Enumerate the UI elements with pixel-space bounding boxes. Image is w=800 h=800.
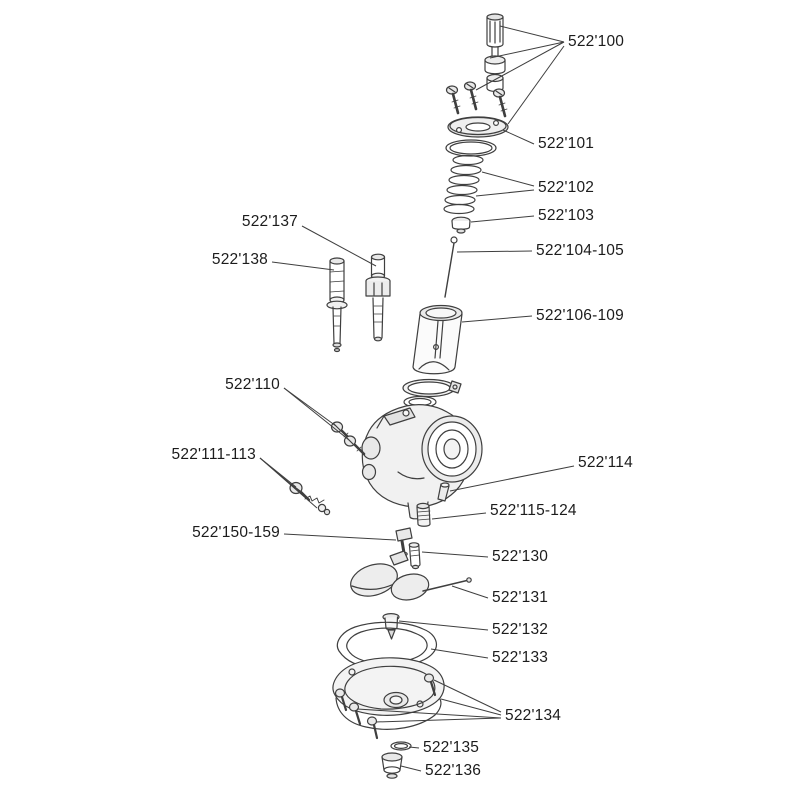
part-clamp-ring bbox=[402, 378, 462, 398]
part-label-522-138: 522'138 bbox=[211, 251, 268, 268]
leader-line-522-134 bbox=[375, 717, 502, 723]
part-label-522-150-159: 522'150-159 bbox=[192, 524, 280, 541]
part-label-522-102: 522'102 bbox=[538, 179, 595, 196]
part-throttle-slide bbox=[412, 304, 463, 375]
part-label-522-104-105: 522'104-105 bbox=[536, 242, 624, 259]
leader-line-522-111-113 bbox=[259, 457, 318, 509]
part-cover-screws bbox=[445, 81, 508, 118]
leader-line-522-100 bbox=[489, 41, 565, 59]
part-starter-valve bbox=[326, 257, 348, 353]
leader-line-522-102 bbox=[481, 171, 535, 187]
part-label-522-115-124: 522'115-124 bbox=[490, 502, 577, 519]
part-label-522-106-109: 522'106-109 bbox=[536, 307, 624, 324]
part-float bbox=[350, 550, 472, 601]
part-choke-plunger bbox=[365, 253, 391, 342]
leader-line-522-135 bbox=[408, 746, 420, 749]
part-carburetor-body bbox=[361, 395, 483, 520]
part-drain-screw bbox=[381, 752, 403, 779]
part-pin bbox=[437, 482, 450, 502]
part-spring-seat bbox=[451, 216, 471, 234]
part-label-522-134: 522'134 bbox=[505, 707, 562, 724]
leader-line-522-100 bbox=[507, 45, 565, 125]
part-needle-jet bbox=[416, 502, 431, 527]
part-slide-spring bbox=[443, 154, 484, 215]
leader-line-522-134 bbox=[433, 679, 502, 713]
part-label-522-114: 522'114 bbox=[578, 454, 633, 471]
part-label-522-135: 522'135 bbox=[423, 739, 480, 756]
leader-line-522-115-124 bbox=[431, 512, 487, 520]
part-top-cover bbox=[445, 116, 509, 157]
part-label-522-130: 522'130 bbox=[492, 548, 549, 565]
leader-line-522-134 bbox=[440, 698, 502, 716]
part-jet-needle bbox=[444, 236, 458, 298]
part-label-522-111-113: 522'111-113 bbox=[171, 446, 256, 463]
leader-line-522-100 bbox=[475, 41, 565, 91]
leader-line-522-130 bbox=[421, 551, 489, 558]
part-label-522-137: 522'137 bbox=[241, 213, 298, 230]
leader-line-522-106-109 bbox=[461, 315, 533, 323]
part-float-valve bbox=[382, 612, 400, 640]
leader-line-522-100 bbox=[499, 25, 565, 43]
part-drain-washer bbox=[390, 741, 412, 751]
part-label-522-136: 522'136 bbox=[425, 762, 482, 779]
part-label-522-103: 522'103 bbox=[538, 207, 595, 224]
leader-line-522-131 bbox=[451, 585, 489, 599]
leader-line-522-150-159 bbox=[283, 533, 397, 541]
part-main-jet bbox=[408, 542, 421, 570]
part-label-522-110: 522'110 bbox=[225, 376, 280, 393]
part-label-522-132: 522'132 bbox=[492, 621, 549, 638]
leader-line-522-134 bbox=[356, 708, 502, 719]
part-label-522-133: 522'133 bbox=[492, 649, 549, 666]
part-float-bowl bbox=[332, 657, 445, 740]
leader-line-522-133 bbox=[430, 648, 489, 659]
part-label-522-101: 522'101 bbox=[538, 135, 595, 152]
leader-line-522-110 bbox=[283, 387, 350, 441]
leader-line-522-137 bbox=[301, 225, 377, 267]
part-label-522-100: 522'100 bbox=[568, 33, 625, 50]
leader-lines bbox=[259, 25, 575, 772]
leader-line-522-136 bbox=[400, 765, 422, 772]
leader-line-522-102 bbox=[475, 189, 535, 197]
leader-line-522-114 bbox=[449, 465, 575, 492]
leader-line-522-104-105 bbox=[456, 250, 533, 253]
leader-line-522-138 bbox=[271, 261, 335, 271]
leader-line-522-101 bbox=[502, 129, 535, 145]
part-label-522-131: 522'131 bbox=[492, 589, 549, 606]
leader-line-522-132 bbox=[398, 620, 489, 631]
leader-line-522-103 bbox=[470, 215, 535, 223]
